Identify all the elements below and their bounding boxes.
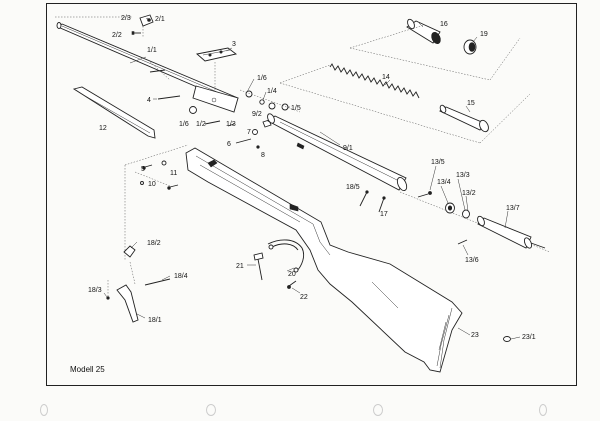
binder-hole-center-right	[373, 404, 383, 416]
label-20: 20	[288, 271, 296, 278]
binder-hole-right	[539, 404, 547, 416]
leader-lines	[103, 17, 521, 340]
binder-hole-center-left	[206, 404, 216, 416]
label-18-4: 18/4	[174, 273, 188, 280]
safety-parts	[359, 190, 386, 213]
label-11: 11	[170, 170, 177, 177]
label-14: 14	[382, 74, 390, 81]
mainspring	[329, 63, 420, 99]
label-9-2: 9/2	[252, 111, 262, 118]
label-2-2: 2/2	[112, 32, 122, 39]
drawing-frame	[46, 3, 577, 386]
label-18-1: 18/1	[148, 317, 162, 324]
barrel-assembly	[56, 22, 239, 113]
label-23: 23	[471, 332, 479, 339]
label-1-3: 1/3	[226, 121, 236, 128]
label-18-2: 18/2	[147, 240, 161, 247]
trigger-guard-parts	[253, 239, 305, 289]
label-13-4: 13/4	[437, 179, 451, 186]
label-10: 10	[148, 181, 156, 188]
label-23-1: 23/1	[522, 334, 536, 341]
compression-cylinder	[267, 113, 408, 192]
scope-rail	[196, 47, 238, 90]
label-22: 22	[300, 294, 308, 301]
binder-hole-left	[40, 404, 48, 416]
label-4: 4	[147, 97, 151, 104]
label-2-1: 2/1	[155, 16, 165, 23]
label-2-3: 2/3	[121, 15, 131, 22]
label-15: 15	[467, 100, 475, 107]
label-5: 5	[141, 166, 145, 173]
label-12: 12	[99, 125, 107, 132]
stock-screws	[134, 160, 179, 190]
label-1-6a: 1/6	[257, 75, 267, 82]
label-1-2: 1/2	[196, 121, 206, 128]
trigger-block-parts	[417, 191, 546, 249]
label-21: 21	[236, 263, 244, 270]
label-3: 3	[232, 41, 236, 48]
cocking-lever	[72, 86, 156, 139]
label-13-5a: 13/5	[431, 159, 445, 166]
label-6: 6	[227, 141, 231, 148]
label-13-3: 13/3	[456, 172, 470, 179]
label-1-6b: 1/6	[179, 121, 189, 128]
label-13-7: 13/7	[506, 205, 520, 212]
label-1-4: 1/4	[267, 88, 277, 95]
pin-4	[157, 95, 181, 100]
label-1-1: 1/1	[147, 47, 157, 54]
rear-sight-parts	[131, 14, 154, 38]
trigger-parts	[106, 245, 171, 323]
label-8: 8	[261, 152, 265, 159]
end-cap-parts	[406, 18, 477, 55]
label-7: 7	[247, 129, 251, 136]
label-1-5: 1/5	[291, 105, 301, 112]
label-16: 16	[440, 21, 448, 28]
label-13-2: 13/2	[462, 190, 476, 197]
piston-rod	[439, 104, 489, 133]
stock	[185, 147, 463, 373]
label-18-3: 18/3	[88, 287, 102, 294]
label-9-1: 9/1	[343, 145, 353, 152]
model-label: Modell 25	[70, 365, 105, 374]
label-19: 19	[480, 31, 488, 38]
label-17: 17	[380, 211, 388, 218]
label-13-6: 13/6	[465, 257, 479, 264]
label-18-5: 18/5	[346, 184, 360, 191]
assembly-guides	[55, 16, 551, 300]
butt-screw	[503, 336, 511, 342]
